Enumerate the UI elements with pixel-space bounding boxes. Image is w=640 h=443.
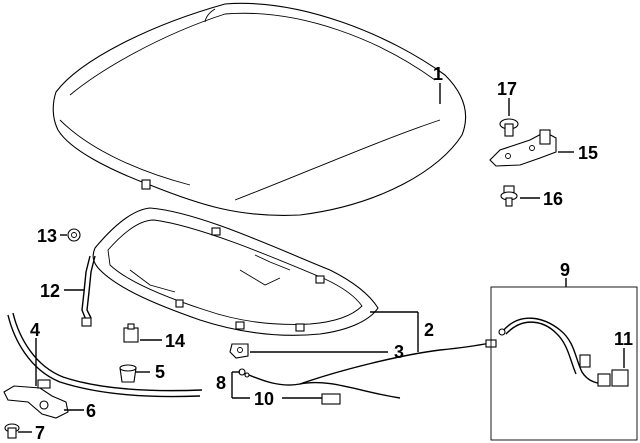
callout-9: 9 <box>560 260 570 280</box>
callout-17: 17 <box>497 79 517 99</box>
callout-6: 6 <box>86 401 96 421</box>
hood-latch-part-6 <box>3 379 69 419</box>
callout-13: 13 <box>37 226 57 246</box>
callout-8: 8 <box>216 373 226 393</box>
release-cable-part-8-10 <box>238 339 497 405</box>
bolt-part-17 <box>499 118 519 137</box>
callout-1: 1 <box>433 64 443 84</box>
bumper-part-5 <box>119 364 137 383</box>
callout-labels: 1 2 3 4 5 6 7 8 9 10 11 12 13 14 15 16 1… <box>30 64 633 443</box>
callout-16: 16 <box>543 189 563 209</box>
callout-12: 12 <box>40 281 60 301</box>
callout-4: 4 <box>30 320 40 340</box>
weatherstrip-part-4 <box>7 312 203 398</box>
bolt-part-7 <box>4 423 20 439</box>
support-rod-part-12 <box>81 255 96 327</box>
callout-5: 5 <box>155 362 165 382</box>
hinge-part-15 <box>489 129 557 167</box>
callout-14: 14 <box>165 331 185 351</box>
stud-part-16 <box>500 185 518 207</box>
callout-7: 7 <box>35 423 45 443</box>
callout-2: 2 <box>424 320 434 340</box>
callout-11: 11 <box>614 329 633 349</box>
grommet-part-13 <box>67 228 81 242</box>
release-cable-assembly-part-9 <box>490 286 638 441</box>
hood-panel <box>52 2 467 216</box>
leader-lines <box>18 83 625 433</box>
hood-seal-frame <box>92 207 379 336</box>
callout-15: 15 <box>578 143 598 163</box>
clip-part-14 <box>123 323 139 343</box>
callout-3: 3 <box>394 342 404 362</box>
callout-10: 10 <box>254 389 274 409</box>
clip-part-3 <box>229 343 249 359</box>
